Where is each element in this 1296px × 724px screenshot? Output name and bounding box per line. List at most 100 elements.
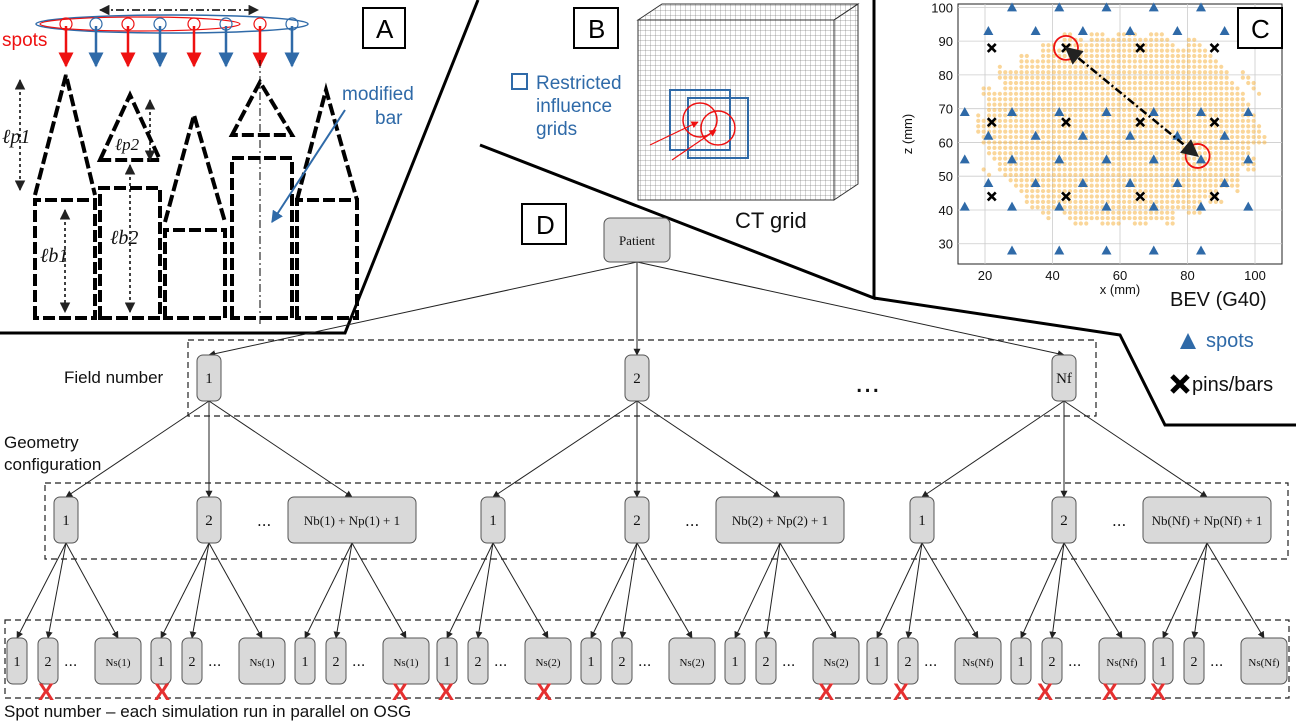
target-point bbox=[1057, 178, 1062, 183]
target-point bbox=[1240, 70, 1245, 75]
target-point bbox=[1067, 215, 1073, 221]
target-point bbox=[1175, 64, 1181, 69]
geometry-ellipsis: ... bbox=[257, 512, 271, 530]
target-point bbox=[1143, 37, 1148, 42]
tree-edge bbox=[763, 542, 781, 639]
target-point bbox=[1208, 86, 1213, 91]
target-point bbox=[1208, 172, 1213, 177]
target-point bbox=[1175, 118, 1181, 123]
target-point bbox=[1224, 140, 1229, 145]
target-point bbox=[1127, 113, 1132, 118]
target-point bbox=[1181, 91, 1186, 96]
target-point bbox=[1105, 167, 1110, 172]
target-point bbox=[1186, 37, 1191, 42]
target-point bbox=[1186, 107, 1191, 113]
target-point bbox=[1121, 59, 1127, 64]
target-point bbox=[1111, 75, 1116, 80]
target-point bbox=[1100, 32, 1105, 37]
target-point bbox=[1154, 70, 1159, 75]
target-point bbox=[1019, 59, 1024, 64]
target-point bbox=[1094, 188, 1100, 194]
tree-edge bbox=[45, 542, 67, 639]
target-point bbox=[1154, 91, 1159, 96]
target-point bbox=[1143, 151, 1148, 156]
target-point bbox=[1143, 178, 1148, 183]
target-point bbox=[986, 151, 992, 156]
tree-edge bbox=[1049, 542, 1065, 639]
target-point bbox=[1186, 97, 1191, 102]
target-point bbox=[1046, 80, 1051, 86]
target-point bbox=[1105, 172, 1110, 177]
target-point bbox=[1186, 59, 1191, 64]
target-point bbox=[1008, 70, 1013, 75]
target-point bbox=[1024, 194, 1029, 199]
tree-edge bbox=[1063, 542, 1123, 639]
target-point bbox=[1202, 134, 1208, 140]
target-point bbox=[1192, 48, 1197, 53]
target-point bbox=[1040, 64, 1046, 69]
target-point bbox=[1175, 113, 1181, 118]
target-point bbox=[1062, 70, 1067, 75]
target-point bbox=[1062, 80, 1067, 86]
target-point bbox=[1246, 118, 1251, 123]
target-point bbox=[997, 151, 1002, 156]
target-point bbox=[1051, 59, 1056, 64]
target-point bbox=[1073, 167, 1078, 172]
target-point bbox=[1208, 91, 1213, 96]
target-point bbox=[1181, 70, 1186, 75]
target-point bbox=[1127, 167, 1132, 172]
target-point bbox=[1067, 70, 1073, 75]
target-point bbox=[1246, 151, 1251, 156]
target-point bbox=[1143, 134, 1148, 140]
target-point bbox=[1246, 80, 1251, 86]
target-point bbox=[1127, 37, 1132, 42]
target-point bbox=[981, 129, 986, 134]
target-point bbox=[1165, 64, 1170, 69]
target-point bbox=[1132, 91, 1137, 96]
svg-text:D: D bbox=[536, 210, 555, 240]
target-point bbox=[1030, 172, 1035, 177]
target-point bbox=[1078, 107, 1083, 113]
failed-run-x-mark: X bbox=[438, 679, 454, 706]
target-point bbox=[1202, 91, 1208, 96]
target-point bbox=[1062, 140, 1067, 145]
target-point bbox=[1229, 161, 1235, 167]
target-point bbox=[1256, 91, 1262, 96]
target-point bbox=[992, 134, 997, 140]
target-point bbox=[1078, 210, 1083, 215]
target-point bbox=[1159, 43, 1164, 48]
target-point bbox=[1192, 145, 1197, 150]
y-axis-label: z (mm) bbox=[900, 114, 915, 154]
target-point bbox=[1224, 113, 1229, 118]
target-point bbox=[1040, 107, 1046, 113]
target-point bbox=[1181, 107, 1186, 113]
target-point bbox=[1202, 129, 1208, 134]
spot-node: 1 bbox=[866, 637, 888, 685]
target-point bbox=[1229, 167, 1235, 172]
target-point bbox=[1170, 97, 1175, 102]
target-point bbox=[1040, 43, 1046, 48]
target-point bbox=[1213, 59, 1218, 64]
field-node: 2 bbox=[624, 354, 650, 402]
target-point bbox=[1154, 188, 1159, 194]
target-point bbox=[1008, 97, 1013, 102]
target-point bbox=[1057, 48, 1062, 53]
target-point bbox=[1051, 178, 1056, 183]
target-point bbox=[1197, 124, 1202, 129]
target-point bbox=[1165, 97, 1170, 102]
target-point bbox=[1073, 107, 1078, 113]
spot-ring bbox=[219, 17, 233, 31]
tree-edge bbox=[304, 542, 353, 639]
spot-node: 2 bbox=[1183, 637, 1205, 685]
target-point bbox=[1035, 205, 1040, 210]
target-point bbox=[1062, 167, 1067, 172]
target-point bbox=[986, 113, 992, 118]
target-point bbox=[1246, 145, 1251, 150]
target-point bbox=[981, 91, 986, 96]
spot-node-last-label: Ns(Nf) bbox=[1248, 657, 1279, 669]
target-point bbox=[1051, 64, 1056, 69]
target-point bbox=[1024, 107, 1029, 113]
target-point bbox=[1116, 48, 1121, 53]
pin-marker bbox=[986, 191, 997, 202]
target-point bbox=[1084, 156, 1089, 161]
